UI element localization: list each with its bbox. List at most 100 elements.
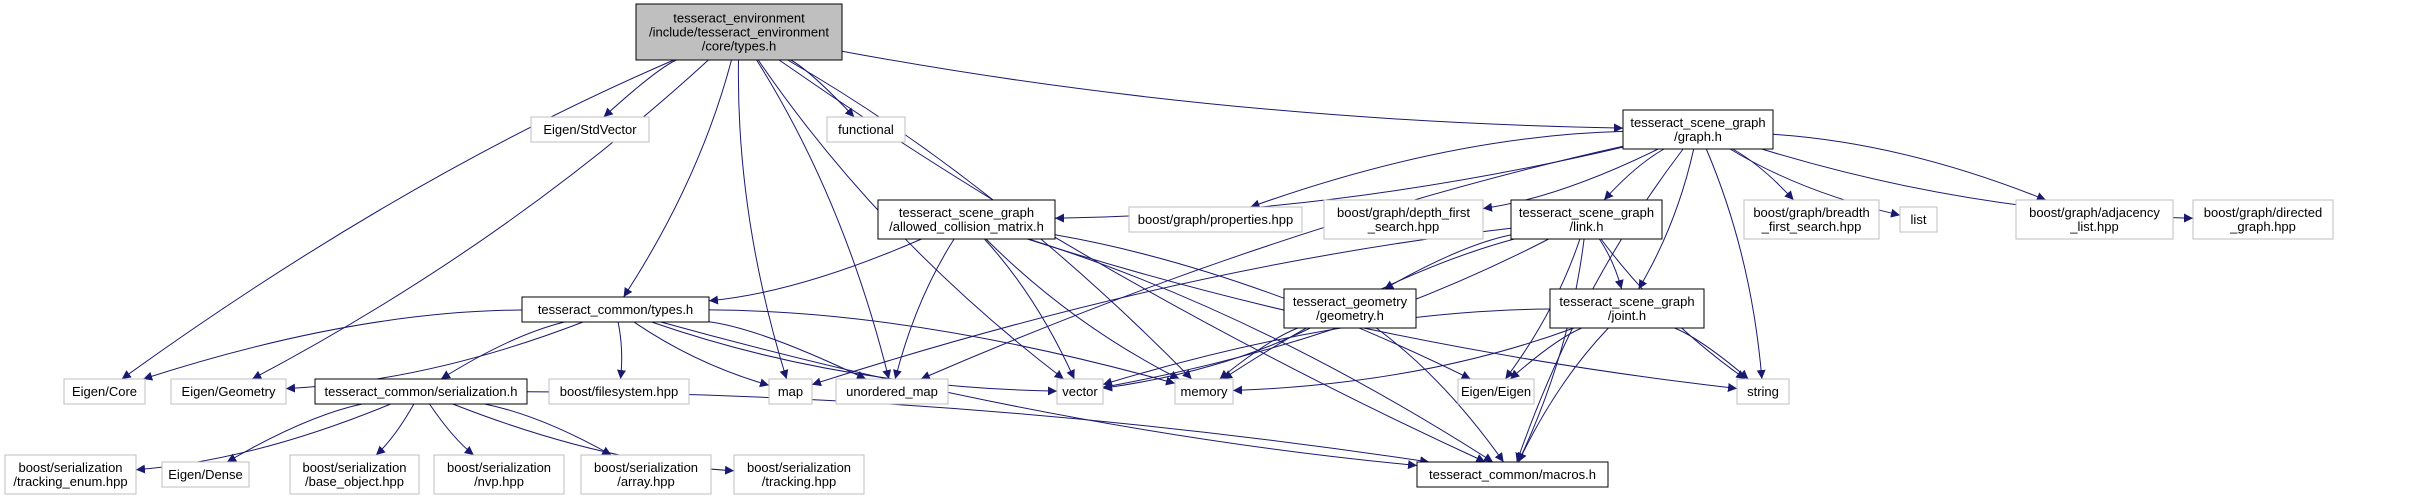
node-adj: boost/graph/adjacency_list.hpp xyxy=(2015,199,2174,240)
node-label-geometry-line-1: /geometry.h xyxy=(1316,308,1384,323)
node-vector: vector xyxy=(1056,378,1104,405)
node-label-dense-line-0: Eigen/Dense xyxy=(168,467,242,482)
node-box-core xyxy=(63,378,146,405)
edge-root-to-core xyxy=(121,59,675,380)
node-box-map xyxy=(768,378,813,405)
node-geometry[interactable]: tesseract_geometry/geometry.h xyxy=(1283,288,1417,329)
node-label-te-line-1: /tracking_enum.hpp xyxy=(13,474,127,489)
node-label-string-line-0: string xyxy=(1747,384,1779,399)
node-box-bfs xyxy=(1743,199,1880,240)
node-label-bo-line-1: /base_object.hpp xyxy=(305,474,404,489)
node-label-root-line-0: tesseract_environment xyxy=(673,11,805,26)
edge-ctypes-to-map xyxy=(633,321,770,388)
node-label-adj-line-1: _list.hpp xyxy=(2069,219,2118,234)
node-label-link-line-0: tesseract_scene_graph xyxy=(1519,205,1654,220)
node-map: map xyxy=(768,378,813,405)
node-label-arr-line-0: boost/serialization xyxy=(594,460,698,475)
node-label-acm-line-0: tesseract_scene_graph xyxy=(899,205,1034,220)
edge-link-to-eigen xyxy=(1504,238,1581,380)
edge-graph-to-string xyxy=(1705,148,1766,380)
node-graph[interactable]: tesseract_scene_graph/graph.h xyxy=(1622,109,1774,150)
node-box-arr xyxy=(580,454,712,495)
node-stdvector: Eigen/StdVector xyxy=(530,116,650,143)
edge-root-to-ctypes xyxy=(623,59,732,298)
node-box-umap xyxy=(835,378,949,405)
edge-geometry-to-memory xyxy=(1219,327,1299,380)
node-ser[interactable]: tesseract_common/serialization.h xyxy=(314,378,528,405)
node-box-geometry xyxy=(1283,288,1417,329)
node-box-acm xyxy=(877,199,1056,240)
node-label-vector-line-0: vector xyxy=(1062,384,1098,399)
node-functional: functional xyxy=(826,116,906,143)
node-umap: unordered_map xyxy=(835,378,949,405)
node-box-graph xyxy=(1622,109,1774,150)
edge-acm-to-memory xyxy=(985,238,1180,380)
edge-acm-to-macros xyxy=(1028,238,1494,463)
edge-joint-to-string xyxy=(1674,327,1749,380)
node-label-adj-line-0: boost/graph/adjacency xyxy=(2029,205,2160,220)
edge-graph-to-link xyxy=(1603,148,1665,201)
edge-joint-to-vector xyxy=(1102,308,1551,387)
node-root[interactable]: tesseract_environment/include/tesseract_… xyxy=(635,3,843,61)
node-label-root-line-2: /core/types.h xyxy=(702,39,776,54)
edge-joint-to-memory xyxy=(1232,327,1575,395)
node-label-props-line-0: boost/graph/properties.hpp xyxy=(1138,212,1293,227)
node-box-list xyxy=(1899,206,1938,233)
node-nvp: boost/serialization/nvp.hpp xyxy=(433,454,565,495)
node-box-memory xyxy=(1174,378,1234,405)
edge-root-to-graph xyxy=(841,50,1624,133)
edge-geometry-to-macros xyxy=(1376,327,1505,463)
node-box-te xyxy=(4,454,137,495)
edges-layer xyxy=(121,50,2194,475)
node-te: boost/serialization/tracking_enum.hpp xyxy=(4,454,137,495)
node-box-macros xyxy=(1416,461,1609,488)
node-box-functional xyxy=(826,116,906,143)
node-label-geometry-line-0: tesseract_geometry xyxy=(1293,294,1408,309)
node-label-trk-line-0: boost/serialization xyxy=(747,460,851,475)
nodes-layer: tesseract_environment/include/tesseract_… xyxy=(4,3,2334,495)
node-box-adj xyxy=(2015,199,2174,240)
node-box-ser xyxy=(314,378,528,405)
node-label-ser-line-0: tesseract_common/serialization.h xyxy=(325,384,518,399)
edge-link-to-map xyxy=(811,227,1512,387)
node-directed: boost/graph/directed_graph.hpp xyxy=(2192,199,2334,240)
node-label-graph-line-0: tesseract_scene_graph xyxy=(1630,115,1765,130)
edge-acm-to-umap xyxy=(893,238,955,380)
edge-root-to-egeom xyxy=(251,59,709,380)
node-list: list xyxy=(1899,206,1938,233)
edge-ctypes-to-fs xyxy=(617,321,626,380)
edge-ser-to-nvp xyxy=(429,403,475,456)
edge-ctypes-to-umap xyxy=(708,321,867,380)
node-joint[interactable]: tesseract_scene_graph/joint.h xyxy=(1549,288,1705,329)
edge-graph-to-umap xyxy=(920,145,1624,380)
node-ctypes[interactable]: tesseract_common/types.h xyxy=(521,296,710,323)
node-macros[interactable]: tesseract_common/macros.h xyxy=(1416,461,1609,488)
node-memory: memory xyxy=(1174,378,1234,405)
node-box-egeom xyxy=(170,378,287,405)
edge-ctypes-to-macros xyxy=(660,321,1418,470)
edge-acm-to-eigen xyxy=(1054,234,1471,380)
node-link[interactable]: tesseract_scene_graph/link.h xyxy=(1510,199,1663,240)
node-label-nvp-line-0: boost/serialization xyxy=(447,460,551,475)
node-label-joint-line-0: tesseract_scene_graph xyxy=(1559,294,1694,309)
node-dense: Eigen/Dense xyxy=(161,461,250,488)
node-label-link-line-1: /link.h xyxy=(1570,219,1604,234)
node-string: string xyxy=(1736,378,1790,405)
node-box-stdvector xyxy=(530,116,650,143)
node-label-egeom-line-0: Eigen/Geometry xyxy=(182,384,276,399)
node-fs: boost/filesystem.hpp xyxy=(548,378,690,405)
node-label-functional-line-0: functional xyxy=(838,122,894,137)
node-box-trk xyxy=(733,454,865,495)
node-label-directed-line-0: boost/graph/directed xyxy=(2204,205,2323,220)
edge-ser-to-dense xyxy=(226,403,363,463)
node-label-ctypes-line-0: tesseract_common/types.h xyxy=(538,302,693,317)
node-label-root-line-1: /include/tesseract_environment xyxy=(649,25,829,40)
node-acm[interactable]: tesseract_scene_graph/allowed_collision_… xyxy=(877,199,1056,240)
edge-ctypes-to-ser xyxy=(440,321,565,380)
node-box-root xyxy=(635,3,843,61)
node-eigen: Eigen/Eigen xyxy=(1457,378,1535,405)
node-label-fs-line-0: boost/filesystem.hpp xyxy=(560,384,679,399)
node-box-joint xyxy=(1549,288,1705,329)
edge-acm-to-string xyxy=(1027,238,1738,392)
node-label-map-line-0: map xyxy=(778,384,803,399)
